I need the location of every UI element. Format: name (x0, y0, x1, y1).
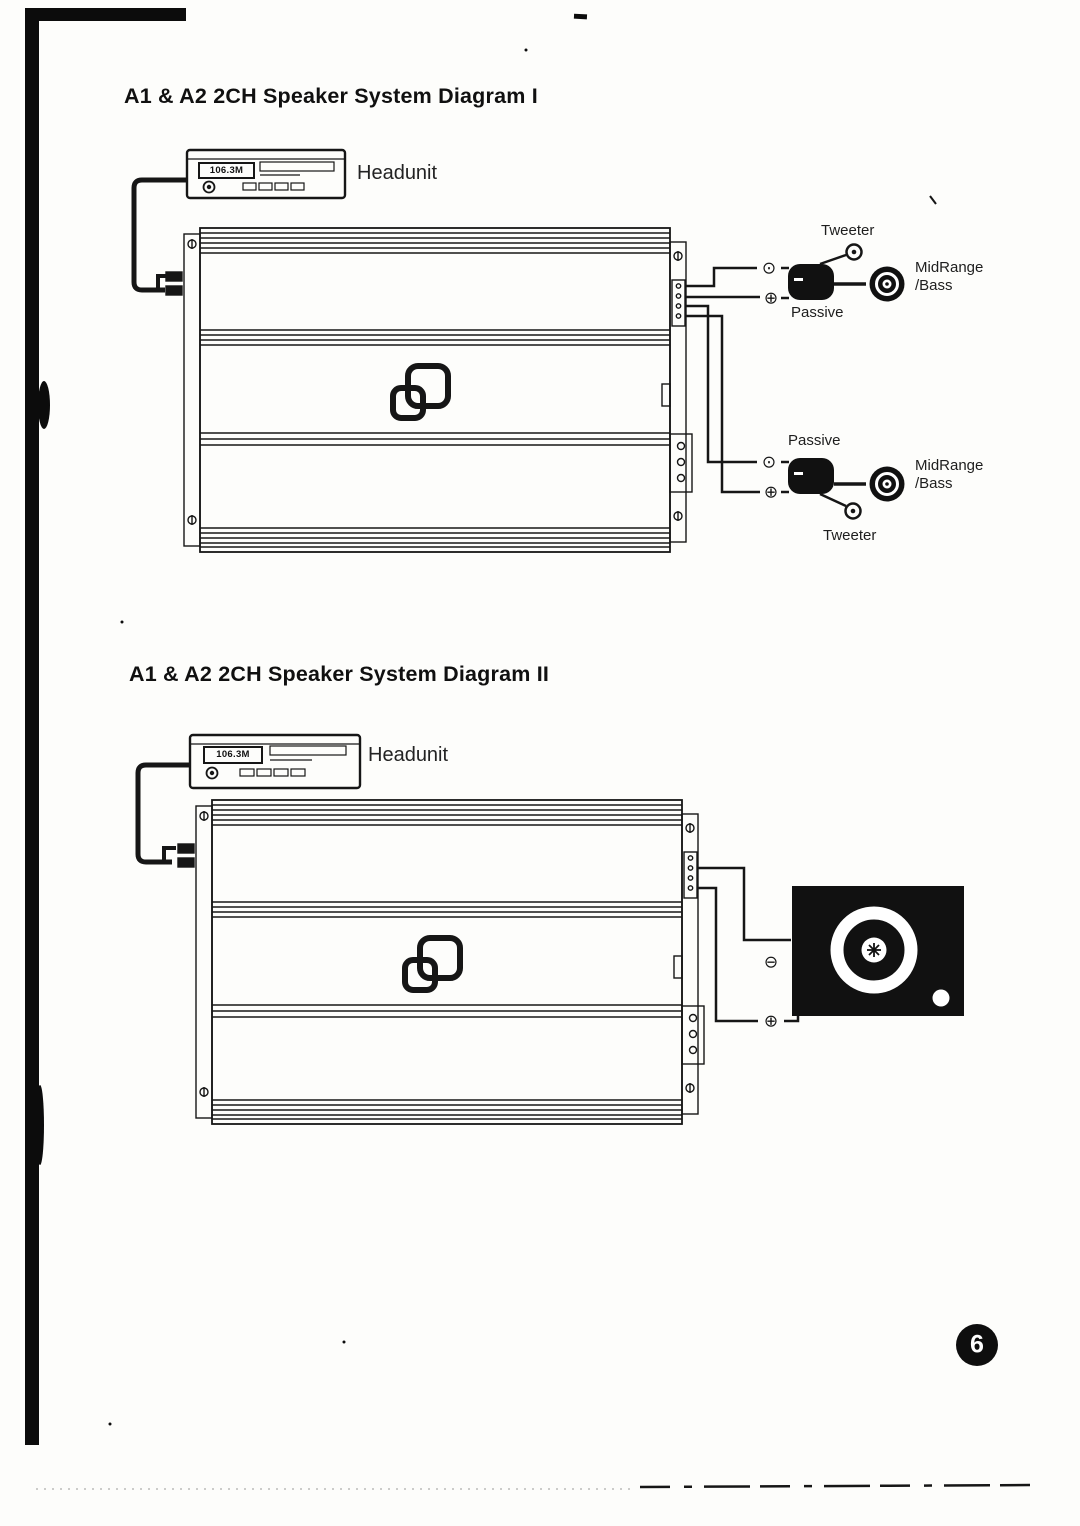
polarity-minus-icon-top: ⊙ (761, 258, 777, 278)
headunit2-display: 106.3M (216, 749, 250, 760)
amplifier-2 (178, 800, 704, 1124)
page-number: 6 (970, 1330, 984, 1359)
headunit-2-signal-wire (135, 762, 191, 865)
passive-crossover-top (788, 264, 834, 300)
scan-bottom-lines (36, 195, 1041, 1490)
subwoofer-wires (697, 866, 800, 1023)
headunit-2 (188, 733, 362, 790)
diagram1-title: A1 & A2 2CH Speaker System Diagram I (124, 84, 538, 108)
speaker-wires-top (685, 266, 789, 300)
midrange-driver-icon-top (834, 266, 905, 302)
polarity-plus-icon-bottom: ⊕ (763, 482, 779, 502)
tweeter-label-top: Tweeter (821, 222, 875, 239)
passive-label-bottom: Passive (788, 432, 841, 449)
midrange-label-top: MidRange (915, 259, 984, 276)
bass-label-bottom: /Bass (915, 475, 953, 492)
polarity-plus-icon-top: ⊕ (763, 288, 779, 308)
headunit2-label: Headunit (368, 744, 449, 766)
diagram2-title: A1 & A2 2CH Speaker System Diagram II (129, 662, 550, 686)
tweeter-icon-bottom (819, 492, 862, 520)
polarity-minus-icon-bottom: ⊙ (761, 452, 777, 472)
midrange-driver-icon-bottom (834, 466, 905, 502)
passive-crossover-bottom (788, 458, 834, 494)
bass-label-top: /Bass (915, 277, 953, 294)
headunit1-label: Headunit (357, 162, 438, 184)
speaker-wires-bottom (685, 304, 789, 494)
headunit-1 (185, 148, 347, 200)
scan-artifacts (25, 8, 588, 1445)
passive-label-top: Passive (791, 304, 844, 321)
amplifier-1 (166, 228, 692, 552)
headunit-1-signal-wire (131, 177, 188, 293)
tweeter-icon-top (819, 243, 863, 266)
sub-polarity-minus-icon: ⊖ (763, 952, 779, 972)
headunit1-display: 106.3M (209, 165, 244, 176)
tweeter-label-bottom: Tweeter (823, 527, 877, 544)
subwoofer (792, 886, 964, 1016)
sub-polarity-plus-icon: ⊕ (763, 1011, 779, 1031)
page-number-badge (956, 1324, 998, 1366)
midrange-label-bottom: MidRange (915, 457, 984, 474)
